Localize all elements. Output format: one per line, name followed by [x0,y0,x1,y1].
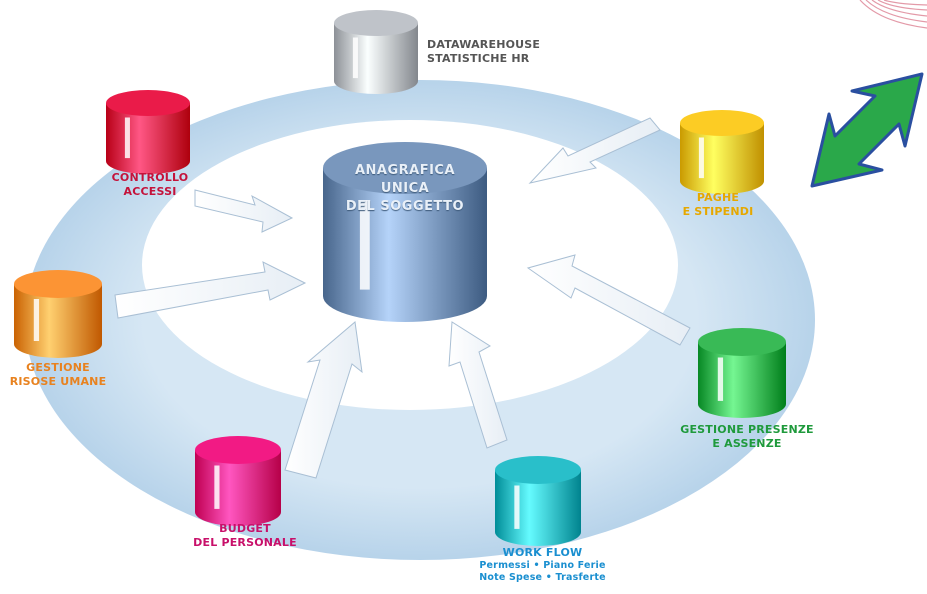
label-paghe-stipendi: PAGHE E STIPENDI [668,191,768,219]
resize-arrow-icon [810,72,924,188]
center-label-line-1: ANAGRAFICA [354,163,456,178]
label-datawarehouse: DATAWAREHOUSE STATISTICHE HR [427,38,540,66]
label-line: WORK FLOW [502,546,583,559]
label-line: BUDGET [219,522,271,535]
center-label-line-2: UNICA [380,181,430,196]
label-line: E STIPENDI [682,205,754,218]
label-line: PAGHE [696,191,740,204]
cylinder-budget [195,436,281,526]
cylinder-workflow [495,456,581,546]
label-line: E ASSENZE [712,437,782,450]
flow-arrows [114,117,691,479]
arrow-controllo [194,189,294,233]
label-line: DEL PERSONALE [193,536,297,549]
label-line: GESTIONE [26,361,90,374]
arrow-presenze [526,254,691,346]
label-budget-personale: BUDGET DEL PERSONALE [180,522,310,550]
arrow-risorse [114,261,307,319]
label-subline: Permessi • Piano Ferie [479,560,606,571]
label-controllo-accessi: CONTROLLO ACCESSI [105,171,195,199]
label-line: RISOSE UMANE [9,375,107,388]
label-gestione-presenze: GESTIONE PRESENZE E ASSENZE [672,423,822,451]
label-gestione-risorse: GESTIONE RISOSE UMANE [2,361,114,389]
cylinder-controllo [106,90,190,174]
label-line: DATAWAREHOUSE [427,38,541,51]
label-work-flow: WORK FLOW Permessi • Piano Ferie Note Sp… [455,546,630,584]
label-line: ACCESSI [123,185,177,198]
label-line: CONTROLLO [111,171,189,184]
center-label-line-3: DEL SOGGETTO [345,199,465,214]
cylinder-risorse [14,270,102,358]
decorative-pink-lines [859,0,927,29]
arrow-budget [284,321,363,479]
cylinder-paghe [680,110,764,194]
label-line: GESTIONE PRESENZE [680,423,814,436]
center-database-cylinder [323,142,487,322]
label-line: STATISTICHE HR [427,52,530,65]
arrow-paghe [528,117,661,184]
center-database-label: ANAGRAFICA UNICA DEL SOGGETTO [330,162,480,216]
cylinder-datawarehouse [334,10,418,94]
label-subline: Note Spese • Trasferte [479,572,606,583]
arrow-workflow [448,321,508,449]
cylinder-presenze [698,328,786,418]
